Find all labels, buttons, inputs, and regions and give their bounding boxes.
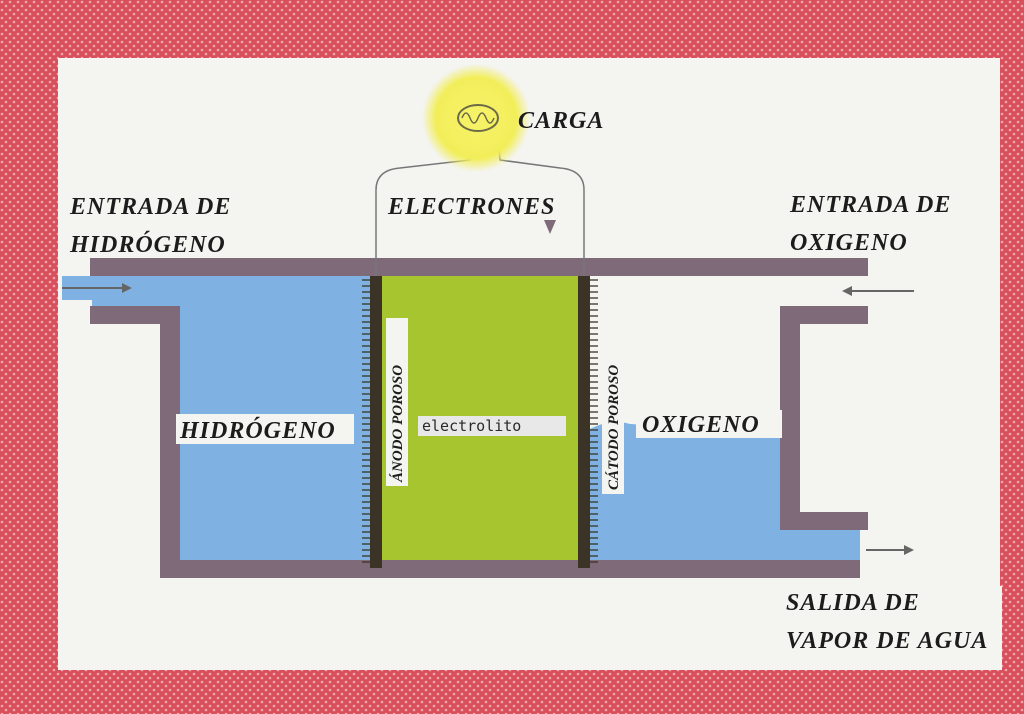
anode-electrode [362, 276, 382, 568]
vapor-outlet-arrow-icon [866, 545, 914, 555]
oxygen-inlet-arrow-icon [842, 286, 914, 296]
oxygen-label: OXIGENO [642, 412, 760, 438]
cathode-label: CÁTODO POROSO [605, 365, 622, 490]
vapor-outlet-label-line2: VAPOR DE AGUA [786, 628, 988, 654]
load-glow [422, 64, 530, 172]
electrones-label: ELECTRONES [387, 194, 555, 220]
hydrogen-inlet-arrow-icon [62, 283, 132, 293]
anode-label: ÁNODO POROSO [389, 365, 406, 483]
electron-arrow-icon [544, 220, 556, 234]
load-icon [457, 104, 499, 132]
cathode-electrode [578, 276, 598, 568]
anode-label-bg [386, 318, 408, 486]
top-wall [90, 258, 868, 276]
vapor-outlet-label-line1: SALIDA DE [786, 590, 920, 616]
hydrogen-label: HIDRÓGENO [179, 417, 336, 444]
oxygen-inlet-label-line2: OXIGENO [790, 230, 908, 256]
hydrogen-label-bg [176, 414, 354, 444]
cathode-label-bg [602, 330, 624, 494]
electrolyte-label-bg [418, 416, 566, 436]
right-wall [780, 306, 868, 530]
electrolyte-label: electrolito [422, 417, 521, 435]
oxygen-inlet-label-line1: ENTRADA DE [789, 192, 951, 218]
oxygen-label-bg [636, 410, 782, 438]
hydrogen-inlet-label-line2: HIDRÓGENO [69, 231, 226, 258]
outlet-label-bg [780, 586, 1002, 670]
carga-label: CARGA [518, 108, 604, 134]
hydrogen-inlet-label-line1: ENTRADA DE [69, 194, 231, 220]
bottom-left-wall [90, 306, 860, 578]
